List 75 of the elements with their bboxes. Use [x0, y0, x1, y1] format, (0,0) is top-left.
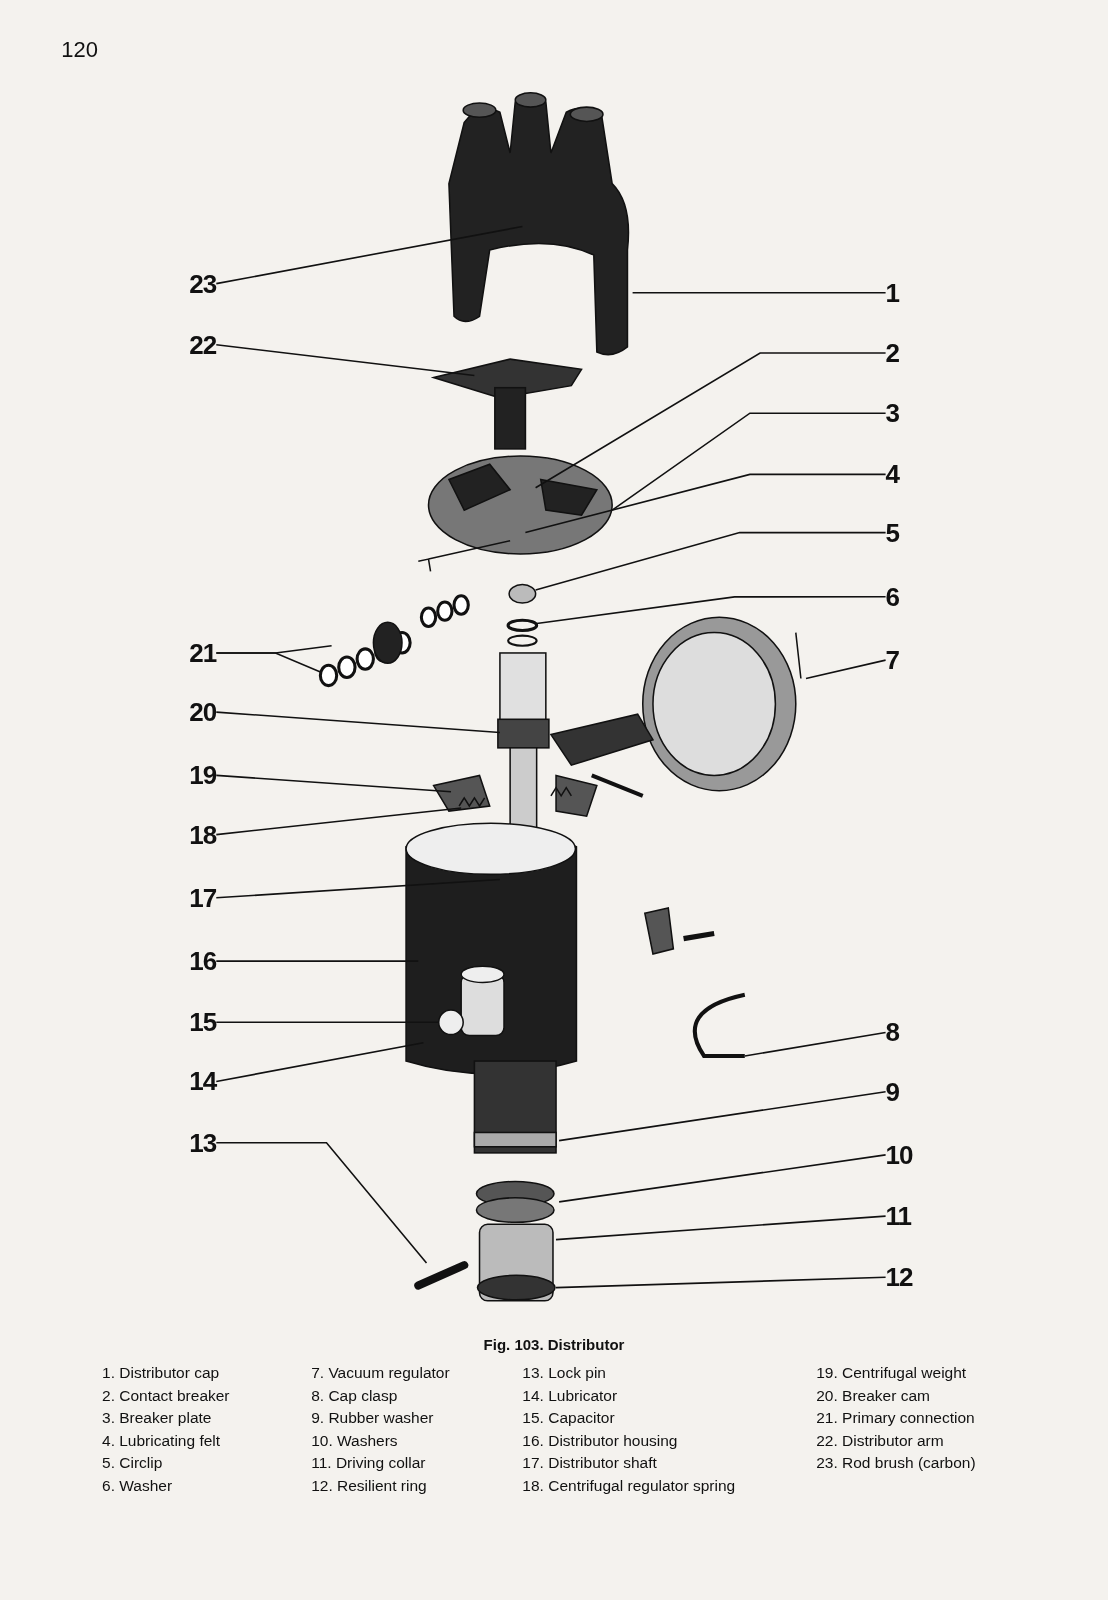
leader-line [215, 1041, 425, 1083]
callout-number: 16 [179, 945, 217, 977]
parts-list-item: 2. Contact breaker [102, 1385, 230, 1406]
leader-line [535, 596, 887, 625]
leader-line [558, 1090, 887, 1142]
leader-line [534, 531, 887, 591]
callout-number: 6 [885, 581, 923, 613]
figure-caption: Fig. 103. Distributor [482, 1335, 626, 1353]
callout-number: 20 [179, 696, 217, 728]
parts-list-item: 4. Lubricating felt [102, 1430, 222, 1451]
parts-list-item: 15. Capacitor [522, 1408, 616, 1428]
parts-list-item: 9. Rubber washer [311, 1408, 435, 1428]
lubricator [437, 1009, 464, 1036]
parts-list-item: 16. Distributor housing [522, 1430, 679, 1451]
parts-list-item: 18. Centrifugal regulator spring [522, 1475, 736, 1496]
leader-line [611, 412, 887, 511]
parts-list-item: 8. Cap clasp [311, 1385, 399, 1406]
callout-number: 21 [179, 637, 217, 669]
parts-list-item: 14. Lubricator [522, 1385, 619, 1406]
leader-line [215, 878, 501, 899]
callout-number: 7 [885, 644, 923, 676]
parts-list-item: 12. Resilient ring [311, 1475, 428, 1496]
parts-list-item: 23. Rod brush (carbon) [816, 1453, 976, 1473]
leader-line [524, 473, 887, 534]
parts-list-item: 5. Circlip [102, 1453, 164, 1473]
leader-line [555, 1215, 887, 1241]
parts-list-item: 13. Lock pin [522, 1363, 607, 1383]
callout-number: 14 [179, 1066, 217, 1097]
parts-list-item: 6. Washer [102, 1475, 174, 1496]
callout-number: 15 [179, 1007, 217, 1038]
callout-number: 23 [179, 268, 217, 299]
leader-line [805, 659, 887, 680]
callout-number: 4 [885, 459, 923, 490]
leader-line [558, 1154, 887, 1203]
leader-line [744, 1031, 887, 1057]
callout-number: 1 [885, 277, 923, 309]
callout-number: 9 [885, 1076, 923, 1107]
leader-line [631, 292, 887, 294]
parts-list-item: 10. Washers [311, 1430, 399, 1451]
callout-number: 3 [885, 397, 923, 429]
callout-number: 2 [885, 337, 923, 369]
parts-list-item: 7. Vacuum regulator [311, 1363, 450, 1383]
parts-list-item: 19. Centrifugal weight [816, 1363, 968, 1383]
callout-number: 13 [179, 1127, 217, 1158]
leader-line [534, 352, 887, 489]
parts-list-item: 3. Breaker plate [102, 1408, 213, 1428]
parts-list-item: 20. Breaker cam [816, 1385, 931, 1406]
callout-number: 5 [885, 517, 923, 548]
callout-number: 12 [885, 1262, 923, 1293]
felt-pad [508, 583, 537, 604]
parts-list-item: 17. Distributor shaft [522, 1453, 658, 1473]
callout-number: 19 [179, 760, 217, 791]
parts-list-item: 11. Driving collar [311, 1453, 427, 1473]
leader-line [215, 807, 462, 836]
page-number: 120 [61, 36, 98, 63]
circlip [506, 618, 539, 633]
leader-line [555, 1276, 887, 1289]
leader-line [215, 1141, 428, 1264]
leader-line [215, 774, 452, 793]
parts-list-item: 21. Primary connection [816, 1408, 976, 1428]
callout-number: 18 [179, 819, 217, 850]
leader-line [215, 645, 333, 654]
parts-list-item: 1. Distributor cap [102, 1363, 221, 1383]
washer [318, 663, 339, 688]
callout-number: 17 [179, 882, 217, 914]
callout-number: 8 [885, 1017, 923, 1048]
callout-number: 10 [885, 1139, 923, 1171]
callout-number: 11 [885, 1200, 923, 1232]
leader-line [215, 344, 476, 377]
leader-line [215, 711, 501, 734]
callout-number: 22 [179, 329, 217, 361]
leader-line [215, 1021, 440, 1024]
parts-list-item: 22. Distributor arm [816, 1430, 945, 1451]
leader-line [215, 225, 524, 285]
leader-line [215, 960, 420, 962]
